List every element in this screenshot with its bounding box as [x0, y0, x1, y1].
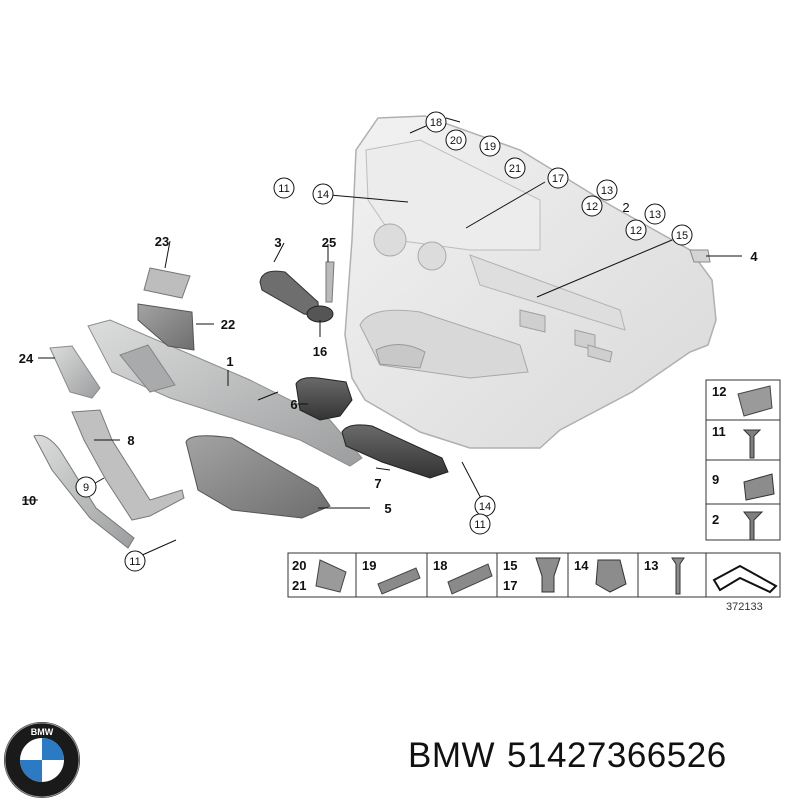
label-24: 24 — [19, 351, 34, 366]
callout-text-17: 17 — [552, 173, 564, 185]
bmw-logo: BMW — [4, 722, 80, 798]
callout-text-15: 15 — [676, 230, 688, 242]
callout-12-b: 12 — [625, 219, 647, 241]
callout-text-9: 9 — [83, 482, 89, 494]
part-3-speaker-grille — [259, 270, 319, 315]
bottom-legend: 20 21 19 18 15 17 14 13 372133 — [287, 552, 781, 613]
bottom-legend-18: 18 — [433, 558, 447, 573]
side-legend-2: 2 — [712, 512, 719, 527]
side-legend-9: 9 — [712, 472, 719, 487]
logo-text: BMW — [31, 727, 54, 737]
part-6-handle-cover — [295, 377, 353, 421]
label-4: 4 — [750, 249, 758, 264]
leader-lines — [22, 117, 742, 557]
callout-20: 20 — [445, 129, 467, 151]
side-legend-12: 12 — [712, 384, 726, 399]
part-8-handle-frame — [71, 409, 185, 521]
label-6: 6 — [290, 397, 297, 412]
callout-text-14b: 14 — [479, 501, 491, 513]
figure-number: 372133 — [726, 601, 763, 613]
bottom-legend-19: 19 — [362, 558, 376, 573]
callout-text-12b: 12 — [630, 225, 642, 237]
callout-text-21: 21 — [509, 163, 521, 175]
callout-text-2: 2 — [622, 200, 629, 215]
part-number: 51427366526 — [507, 736, 727, 775]
plain-labels: 23 3 25 4 22 16 24 1 6 8 7 10 5 — [19, 234, 759, 516]
side-legend: 12 11 9 2 — [705, 379, 781, 541]
side-legend-11: 11 — [712, 424, 726, 439]
label-1: 1 — [226, 354, 233, 369]
callout-9: 9 — [75, 476, 97, 498]
part-4-clip — [689, 249, 711, 263]
callout-11-left: 11 — [124, 550, 146, 572]
part-23-tray — [143, 267, 191, 299]
label-5: 5 — [384, 501, 391, 516]
callout-18: 18 — [425, 111, 447, 133]
part-1-armrest-trim — [87, 319, 363, 467]
caption: BMW 51427366526 — [408, 736, 739, 776]
callout-13-a: 13 — [596, 179, 618, 201]
callouts: 18 20 19 21 17 11 14 13 12 2 13 12 15 14… — [75, 111, 693, 572]
part-5-armrest — [185, 435, 331, 519]
label-3: 3 — [274, 235, 281, 250]
door-panel — [344, 115, 717, 449]
part-24-trim — [49, 345, 101, 399]
bottom-legend-20: 20 — [292, 558, 306, 573]
callout-11-top: 11 — [273, 177, 295, 199]
bottom-legend-21: 21 — [292, 578, 306, 593]
label-7: 7 — [374, 476, 381, 491]
callout-21: 21 — [504, 157, 526, 179]
callout-text-13b: 13 — [649, 209, 661, 221]
label-25: 25 — [322, 235, 336, 250]
callout-13-b: 13 — [644, 203, 666, 225]
brand-name: BMW — [408, 736, 496, 775]
part-7-armrest-pad — [341, 424, 449, 479]
callout-text-18: 18 — [430, 117, 442, 129]
label-10: 10 — [22, 493, 36, 508]
callout-12-a: 12 — [581, 195, 603, 217]
callout-17: 17 — [547, 167, 569, 189]
callout-15: 15 — [671, 224, 693, 246]
label-8: 8 — [127, 433, 134, 448]
bottom-legend-13: 13 — [644, 558, 658, 573]
label-23: 23 — [155, 234, 169, 249]
callout-14-top: 14 — [312, 183, 334, 205]
callout-text-12: 12 — [586, 201, 598, 213]
bottom-legend-15: 15 — [503, 558, 517, 573]
part-16-cap — [306, 305, 334, 323]
callout-text-20: 20 — [450, 135, 462, 147]
callout-text-11: 11 — [278, 183, 289, 195]
part-22-pocket — [137, 303, 195, 351]
label-22: 22 — [221, 317, 235, 332]
callout-text-14: 14 — [317, 189, 329, 201]
callout-19: 19 — [479, 135, 501, 157]
callout-text-11c: 11 — [129, 556, 140, 568]
part-25-spring — [325, 261, 335, 303]
callout-2: 2 — [622, 200, 629, 215]
bottom-legend-14: 14 — [574, 558, 589, 573]
callout-14-bottom: 14 — [474, 495, 496, 517]
callout-text-19: 19 — [484, 141, 496, 153]
callout-11-bottom: 11 — [469, 513, 491, 535]
bottom-legend-17: 17 — [503, 578, 517, 593]
callout-text-11b: 11 — [474, 519, 485, 531]
callout-text-13: 13 — [601, 185, 613, 197]
label-16: 16 — [313, 344, 327, 359]
